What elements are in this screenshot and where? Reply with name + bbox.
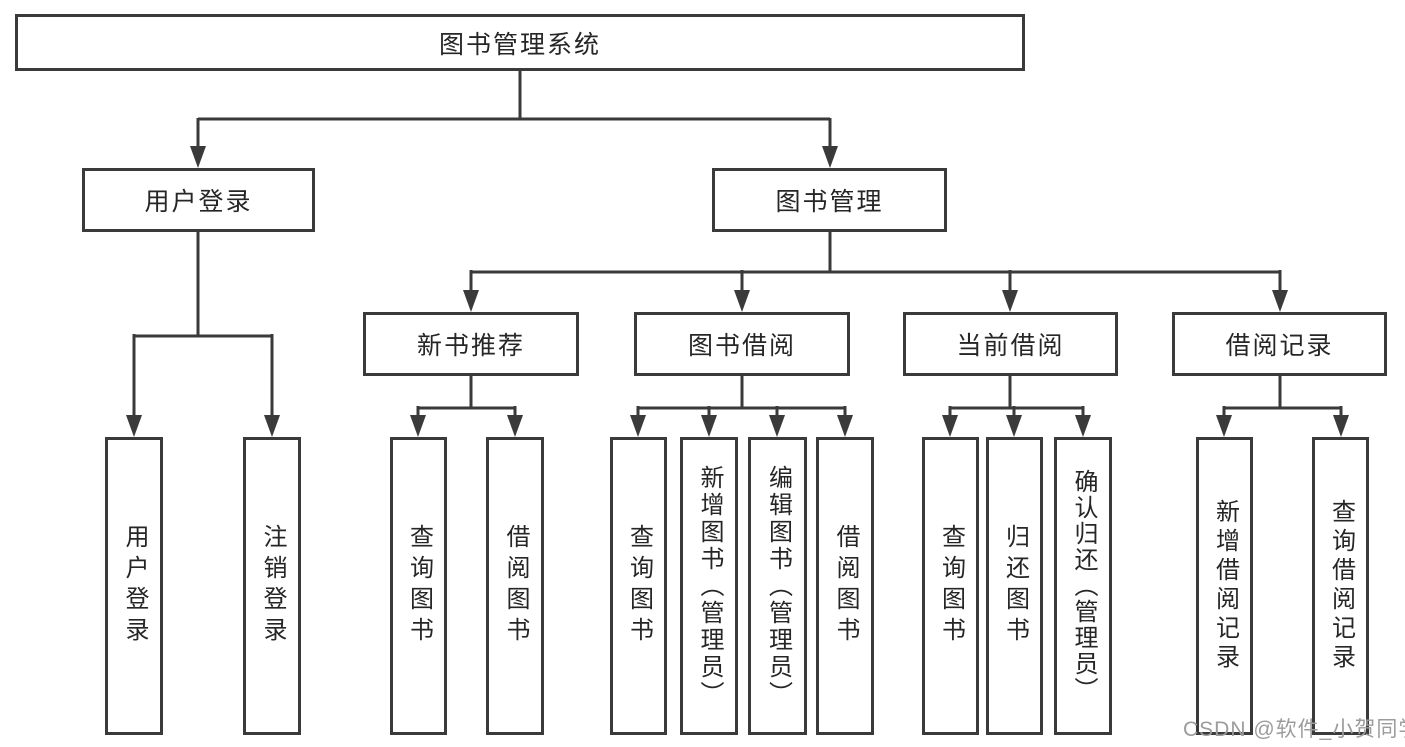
- leaf-cb-confirm-return: 确认归还（管理员）: [1054, 437, 1112, 735]
- leaf-cb-confirm-return-label: 确认归还（管理员）: [1070, 469, 1097, 703]
- leaf-bb-edit-books-label: 编辑图书（管理员）: [764, 464, 792, 708]
- leaf-bb-add-books: 新增图书（管理员）: [680, 437, 738, 735]
- leaf-nb-borrow-books-label: 借阅图书: [502, 524, 529, 648]
- leaf-bb-query-books: 查询图书: [610, 437, 667, 735]
- leaf-cb-query-books: 查询图书: [922, 437, 979, 735]
- leaf-cb-return-books-label: 归还图书: [1001, 524, 1029, 648]
- node-current-borrow: 当前借阅: [903, 312, 1118, 376]
- leaf-cb-query-books-label: 查询图书: [937, 524, 965, 648]
- leaf-logout: 注销登录: [243, 437, 301, 735]
- node-borrow-records: 借阅记录: [1172, 312, 1387, 376]
- node-current-borrow-label: 当前借阅: [956, 332, 1065, 360]
- leaf-nb-borrow-books: 借阅图书: [486, 437, 544, 735]
- leaf-user-login: 用户登录: [105, 437, 163, 735]
- node-new-book-recommend-label: 新书推荐: [416, 332, 525, 360]
- leaf-br-add-record: 新增借阅记录: [1196, 437, 1253, 735]
- leaf-cb-return-books: 归还图书: [986, 437, 1043, 735]
- node-book-borrow-label: 图书借阅: [687, 332, 796, 360]
- leaf-logout-label: 注销登录: [259, 524, 286, 648]
- leaf-br-query-record-label: 查询借阅记录: [1327, 499, 1355, 673]
- leaf-nb-query-books-label: 查询图书: [405, 524, 433, 648]
- leaf-bb-borrow-books: 借阅图书: [816, 437, 874, 735]
- leaf-user-login-label: 用户登录: [121, 524, 148, 648]
- csdn-watermark: CSDN @软件_小贺同学: [1183, 718, 1405, 741]
- arrowhead-icons: [126, 146, 1349, 437]
- node-new-book-recommend: 新书推荐: [363, 312, 579, 376]
- node-borrow-records-label: 借阅记录: [1225, 332, 1334, 360]
- node-book-management-label: 图书管理: [775, 188, 884, 216]
- leaf-nb-query-books: 查询图书: [390, 437, 447, 735]
- leaf-bb-borrow-books-label: 借阅图书: [832, 524, 859, 648]
- node-user-login-label: 用户登录: [144, 188, 253, 216]
- leaf-bb-query-books-label: 查询图书: [625, 524, 653, 648]
- leaf-bb-edit-books: 编辑图书（管理员）: [748, 437, 807, 735]
- leaf-br-add-record-label: 新增借阅记录: [1211, 499, 1239, 673]
- node-user-login: 用户登录: [82, 168, 315, 232]
- node-book-borrow: 图书借阅: [634, 312, 850, 376]
- leaf-br-query-record: 查询借阅记录: [1312, 437, 1369, 735]
- node-book-management: 图书管理: [712, 168, 947, 232]
- leaf-bb-add-books-label: 新增图书（管理员）: [696, 464, 723, 708]
- node-root-label: 图书管理系统: [438, 30, 601, 59]
- node-root: 图书管理系统: [15, 14, 1025, 71]
